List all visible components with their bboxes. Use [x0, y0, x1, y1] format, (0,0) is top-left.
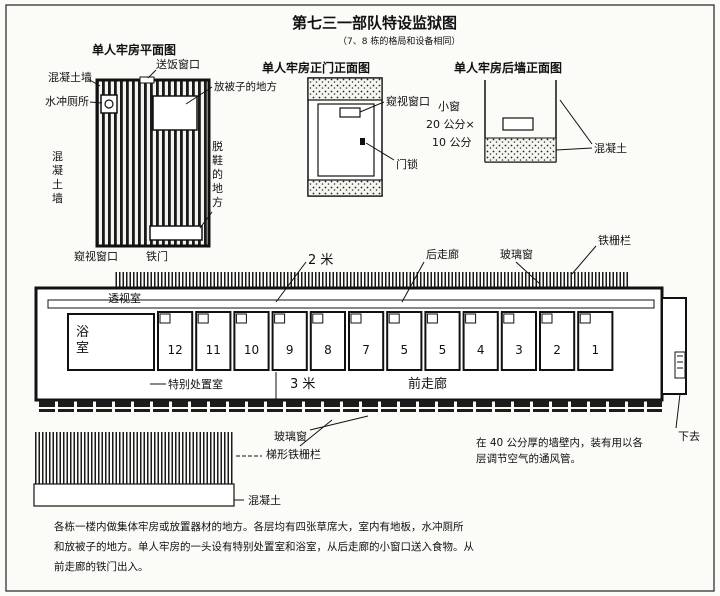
bath-label: 浴室	[76, 325, 89, 356]
two-m-label: 2 米	[308, 253, 333, 268]
three-m-label: 3 米	[290, 377, 315, 392]
outer-frame	[5, 4, 715, 592]
plan-heading: 单人牢房平面图	[92, 42, 176, 57]
lower-concrete-label: 混凝土	[248, 493, 281, 507]
downstairs-label: 下去	[678, 430, 700, 443]
cell-number: 11	[206, 343, 221, 357]
peep-window-mark	[339, 107, 361, 118]
cell-number: 2	[553, 343, 561, 357]
lock-icon	[360, 138, 365, 145]
cell-food-window	[274, 313, 286, 324]
iron-railing-label: 铁栅栏	[598, 233, 631, 247]
back-concrete-label: 混凝土	[594, 141, 627, 155]
cell-food-window	[426, 313, 438, 324]
peep-room-label: 透视室	[108, 291, 141, 305]
cell-food-window	[503, 313, 515, 324]
window-size-1: 20 公分×	[426, 118, 475, 131]
cell-front-view	[307, 77, 383, 197]
lower-glass-window-label: 玻璃窗	[274, 429, 307, 443]
cell-row: 12 11 10 9 8 7 5 5 4 3 2 1	[157, 311, 614, 371]
toilet-label: 水冲厕所	[45, 94, 89, 108]
rear-corridor-label: 后走廊	[426, 247, 459, 261]
small-window-mark	[502, 117, 534, 131]
cell-number: 3	[515, 343, 523, 357]
cell-food-window	[388, 313, 400, 324]
back-heading: 单人牢房后墙正面图	[454, 60, 562, 75]
food-window-mark	[139, 76, 155, 84]
cell-food-window	[465, 313, 477, 324]
special-room-label: 特别处置室	[168, 377, 223, 391]
plan-peep-window-label: 窥视窗口	[74, 249, 118, 263]
rear-iron-railing	[115, 272, 630, 288]
cell-food-window	[579, 313, 591, 324]
cell-number: 5	[400, 343, 408, 357]
stairwell	[661, 297, 687, 395]
cell-food-window	[235, 313, 247, 324]
corridor-glass-window-label: 玻璃窗	[500, 247, 533, 261]
diagram-title: 第七三一部队特设监狱图	[292, 14, 457, 32]
bath-room	[67, 313, 155, 371]
caption-line-2: 和放被子的地方。单人牢房的一头设有特别处置室和浴室，从后走廊的小窗口送入食物。从	[54, 540, 474, 553]
cell-number: 4	[477, 343, 485, 357]
cell-food-window	[312, 313, 324, 324]
toilet-icon	[100, 94, 118, 114]
front-corridor-label: 前走廊	[408, 376, 447, 392]
shoe-area	[149, 225, 203, 241]
cell-number: 12	[167, 343, 182, 357]
bedding-label: 放被子的地方	[214, 80, 277, 93]
caption-line-1: 各栋一楼内做集体牢房或放置器材的地方。各层均有四张草席大，室内有地板，水冲厕所	[54, 520, 464, 533]
cell-number: 10	[244, 343, 259, 357]
wall-note-line-2: 层调节空气的通风管。	[476, 452, 581, 465]
cell-back-view	[484, 80, 557, 163]
concrete-base	[33, 483, 235, 507]
ladder-railing-label: 梯形铁栅栏	[266, 447, 321, 461]
window-size-2: 10 公分	[432, 136, 472, 149]
cell-food-window	[197, 313, 209, 324]
cell-plan-view	[95, 76, 211, 248]
cell-number: 8	[324, 343, 332, 357]
front-corridor-railing	[38, 400, 662, 412]
lock-label: 门锁	[396, 157, 418, 171]
cell-food-window	[541, 313, 553, 324]
concrete-wall-label: 混凝土墙	[48, 70, 92, 84]
cell-number: 9	[286, 343, 294, 357]
cell-number: 5	[439, 343, 447, 357]
caption-line-3: 前走廊的铁门出入。	[54, 560, 149, 573]
cell-food-window	[159, 313, 171, 324]
wall-note-line-1: 在 40 公分厚的墙壁内，装有用以各	[476, 436, 644, 449]
front-peep-window-label: 窥视窗口	[386, 94, 430, 108]
ladder-iron-railing	[34, 432, 234, 484]
diagram-subtitle: （7、8 栋的格局和设备相同）	[338, 35, 460, 47]
iron-door-label: 铁门	[146, 249, 168, 263]
cell-number: 1	[591, 343, 599, 357]
side-concrete-wall-label: 混凝土墙	[52, 150, 63, 205]
shoe-place-label: 脱鞋的地方	[212, 139, 223, 209]
cell-number: 7	[362, 343, 370, 357]
small-window-label: 小窗	[438, 99, 460, 113]
front-heading: 单人牢房正门正面图	[262, 60, 370, 75]
food-window-label: 送饭窗口	[156, 57, 200, 71]
cell-food-window	[350, 313, 362, 324]
